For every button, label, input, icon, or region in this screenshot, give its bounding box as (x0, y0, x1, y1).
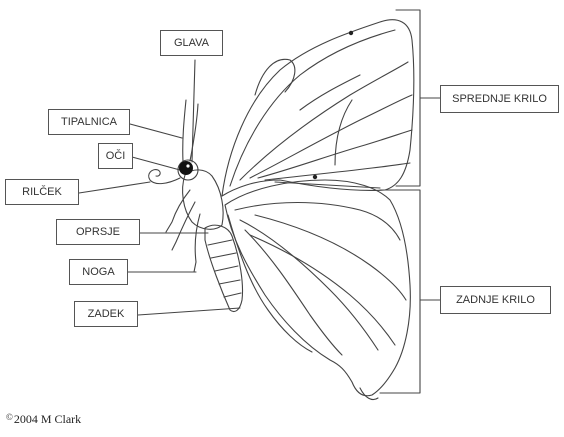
label-oprsje: OPRSJE (56, 219, 140, 245)
leader-zadek (138, 308, 240, 315)
upper-hindwing-lobe (255, 59, 295, 95)
eye-mark (179, 161, 193, 175)
forewing-bracket (396, 10, 440, 186)
hindwing-outline (225, 180, 410, 396)
label-tipalnica: TIPALNICA (48, 109, 130, 135)
hindwing-vein-1 (235, 203, 400, 241)
antenna-left (183, 100, 186, 162)
label-zadnje-krilo: ZADNJE KRILO (440, 286, 551, 314)
hindwing-vein-3 (245, 230, 342, 355)
label-zadek: ZADEK (74, 301, 138, 327)
thorax-shape (183, 170, 224, 229)
abdomen-shape (205, 225, 243, 311)
hindwing-tail (360, 388, 378, 400)
leg-middle (172, 202, 195, 250)
label-noga: NOGA (69, 259, 128, 285)
leader-glava (192, 60, 195, 162)
leader-tipalnica (130, 124, 182, 138)
wing-dot-mid (313, 175, 317, 179)
copyright-credit: ©2004 M Clark (6, 412, 81, 427)
leg-hind (194, 214, 200, 272)
forewing-costa (230, 30, 395, 186)
eye-highlight (186, 164, 189, 167)
label-sprednje-krilo: SPREDNJE KRILO (440, 85, 559, 113)
forewing-vein-1 (240, 62, 408, 180)
label-glava: GLAVA (160, 30, 223, 56)
hindwing-inner-edge (228, 215, 312, 352)
wing-dot-top (349, 31, 353, 35)
hindwing-vein-4 (250, 235, 395, 345)
hindwing-vein-5 (255, 215, 406, 300)
forewing-vein-4 (265, 163, 410, 180)
credit-text: 2004 M Clark (14, 412, 81, 426)
leader-oci (132, 157, 180, 170)
proboscis-coil (149, 170, 180, 184)
label-oci: OČI (98, 143, 133, 169)
forewing-cell (300, 75, 360, 165)
copyright-symbol: © (6, 412, 13, 422)
label-rilcek: RILČEK (5, 179, 79, 205)
leader-rilcek (79, 182, 150, 193)
